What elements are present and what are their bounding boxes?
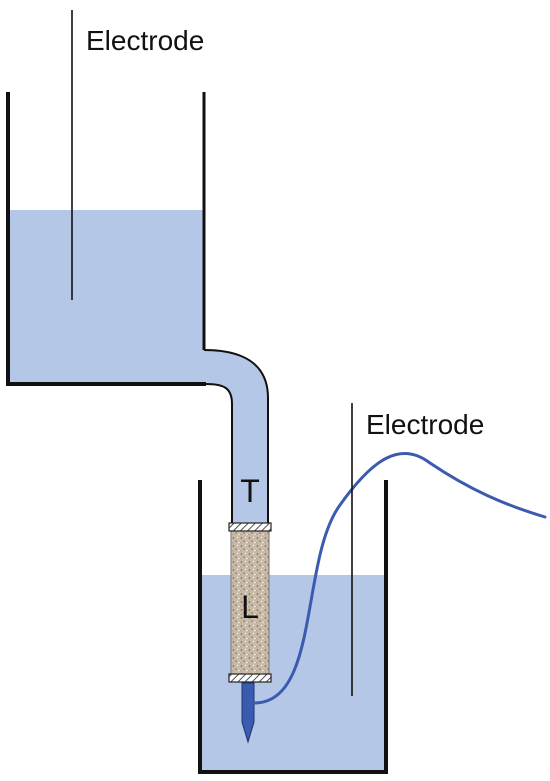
tube-outer-wall (203, 349, 269, 528)
upper-reservoir-water (8, 210, 268, 528)
bottom-electrode-label: Electrode (366, 409, 484, 440)
probe-tip (241, 682, 255, 744)
bottom-mesh-filter (228, 673, 272, 683)
top-electrode-label: Electrode (86, 25, 204, 56)
measurement-wire (252, 452, 547, 705)
lower-beaker-wall (198, 480, 388, 774)
sample-section-label: L (241, 589, 259, 625)
tube-section-label: T (240, 473, 260, 509)
upper-reservoir-wall (6, 92, 206, 386)
top-mesh-filter (228, 522, 272, 532)
tube-inner-wall (205, 383, 233, 528)
